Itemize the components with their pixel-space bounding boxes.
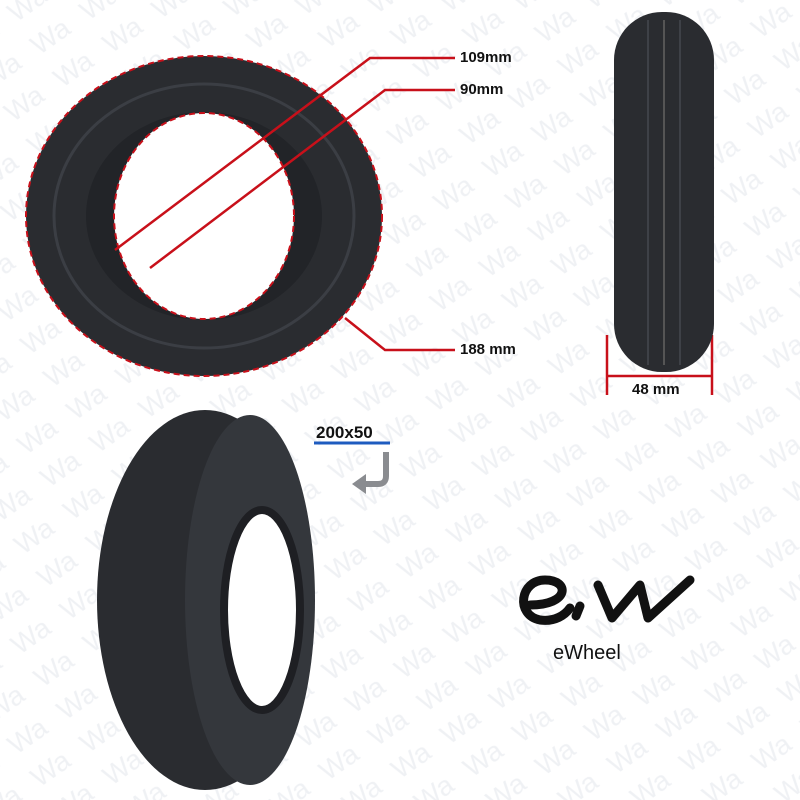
arrow-icon [362, 452, 389, 487]
dimension-lines [114, 56, 714, 395]
tire-angled-view [97, 410, 315, 790]
arrowhead-icon [352, 474, 366, 494]
width-label: 48 mm [632, 381, 680, 398]
tire-diameter-label: 188 mm [460, 341, 516, 358]
inner-diameter-label: 90mm [460, 81, 504, 98]
ewheel-logo [519, 575, 695, 625]
tire-front-view [25, 55, 383, 377]
outer-diameter-label: 109mm [460, 49, 512, 66]
brand-name: eWheel [553, 642, 621, 664]
size-label: 200x50 [316, 423, 373, 442]
tire-side-view [614, 12, 714, 372]
